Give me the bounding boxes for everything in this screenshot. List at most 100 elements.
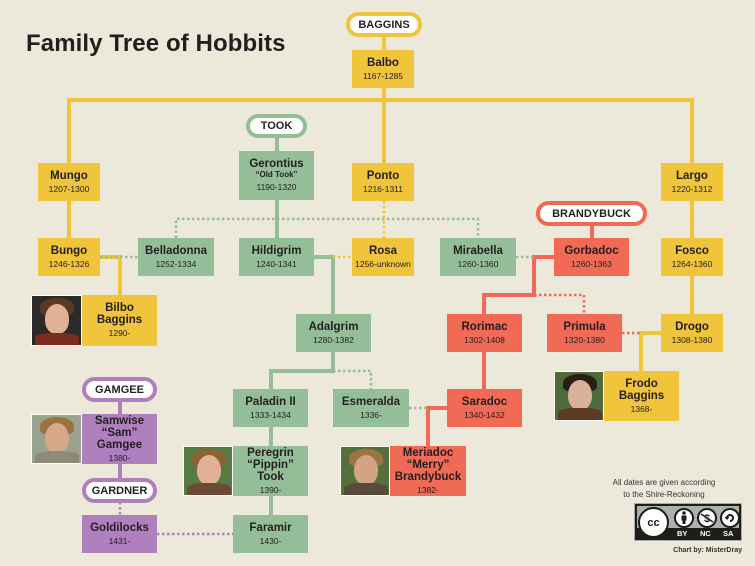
person-pippin: Peregrin “Pippin” Took 1390- [233, 446, 308, 496]
person-nickname: “Merry” [406, 458, 450, 471]
person-dates: 1252-1334 [155, 258, 197, 269]
person-nickname: “Pippin” [247, 458, 294, 471]
person-name: Mungo [50, 169, 88, 182]
person-dates: 1190-1320 [256, 182, 297, 192]
person-rorimac: Rorimac 1302-1408 [447, 314, 522, 352]
person-name: Mirabella [453, 244, 503, 257]
by-label: BY [677, 529, 688, 538]
person-name: Samwise [94, 414, 145, 427]
person-mungo: Mungo 1207-1300 [38, 163, 100, 201]
person-dates: 1340-1432 [464, 409, 505, 420]
person-surname: Took [257, 470, 284, 483]
person-dates: 1380- [108, 452, 131, 463]
person-dates: 1220-1312 [671, 183, 713, 194]
person-dates: 1302-1408 [464, 334, 505, 345]
person-name: Paladin II [245, 395, 296, 408]
person-balbo: Balbo 1167-1285 [352, 50, 414, 88]
person-mirabella: Mirabella 1260-1360 [440, 238, 516, 276]
bilbo-photo [31, 295, 82, 346]
person-dates: 1430- [259, 535, 282, 546]
person-primula: Primula 1320-1380 [547, 314, 622, 352]
person-adalgrim: Adalgrim 1280-1382 [296, 314, 371, 352]
person-name: Drogo [675, 320, 709, 333]
pippin-photo [183, 446, 233, 496]
person-dates: 1216-1311 [362, 183, 404, 194]
person-name: Saradoc [461, 395, 508, 408]
person-dates: 1260-1360 [457, 258, 499, 269]
person-gorbadoc: Gorbadoc 1260-1363 [554, 238, 629, 276]
family-label-took: TOOK [246, 114, 307, 138]
merry-photo [340, 446, 390, 496]
person-name: Meriadoc [402, 446, 454, 459]
person-dates: 1240-1341 [256, 258, 297, 269]
person-dates: 1246-1326 [48, 258, 90, 269]
person-faramir: Faramir 1430- [233, 515, 308, 553]
person-dates: 1280-1382 [313, 334, 354, 345]
person-dates: 1290- [108, 328, 131, 338]
person-name: Bilbo [105, 302, 134, 314]
person-sam: Samwise “Sam” Gamgee 1380- [82, 414, 157, 464]
person-belladonna: Belladonna 1252-1334 [138, 238, 214, 276]
person-dates: 1167-1285 [362, 70, 404, 81]
person-name: Gorbadoc [564, 244, 619, 257]
person-surname: Gamgee [96, 438, 143, 451]
family-label-gamgee: GAMGEE [82, 377, 157, 402]
person-name: Largo [676, 169, 708, 182]
person-name: Frodo [625, 377, 658, 390]
person-drogo: Drogo 1308-1380 [661, 314, 723, 352]
sam-photo [31, 414, 82, 464]
person-hildigrim: Hildigrim 1240-1341 [239, 238, 314, 276]
person-name: Belladonna [145, 244, 207, 257]
person-frodo: Frodo Baggins 1368- [604, 371, 679, 421]
sa-label: SA [723, 529, 734, 538]
note-line-2: to the Shire-Reckoning [623, 490, 705, 499]
person-dates: 1260-1363 [571, 258, 612, 269]
nc-label: NC [700, 529, 711, 538]
person-dates: 1431- [108, 535, 131, 546]
person-name: Faramir [249, 521, 292, 534]
person-name: Goldilocks [90, 521, 149, 534]
family-label-baggins: BAGGINS [346, 12, 422, 37]
person-name: Peregrin [247, 446, 294, 459]
person-name: Hildigrim [251, 244, 302, 257]
cc-icon: cc [638, 507, 669, 538]
attribution-icon [674, 508, 694, 528]
person-saradoc: Saradoc 1340-1432 [447, 389, 522, 427]
person-ponto: Ponto 1216-1311 [352, 163, 414, 201]
person-dates: 1336- [360, 409, 382, 420]
dates-note: All dates are given according to the Shi… [599, 477, 729, 501]
family-label-brandybuck: BRANDYBUCK [536, 201, 647, 226]
person-paladin: Paladin II 1333-1434 [233, 389, 308, 427]
person-largo: Largo 1220-1312 [661, 163, 723, 201]
person-gerontius: Gerontius “Old Took” 1190-1320 [239, 151, 314, 200]
person-name: Adalgrim [308, 320, 359, 333]
chart-credit: Chart by: MisterDray [673, 547, 742, 554]
person-dates: 1264-1360 [671, 258, 713, 269]
person-surname: Brandybuck [394, 470, 462, 483]
person-dates: 1368- [630, 403, 653, 414]
note-line-1: All dates are given according [612, 478, 716, 487]
person-dates: 1256-unknown [355, 258, 411, 269]
person-name: Esmeralda [341, 395, 401, 408]
person-bilbo: Bilbo Baggins 1290- [82, 295, 157, 346]
svg-text:$: $ [704, 513, 710, 525]
person-dates: 1333-1434 [250, 409, 291, 420]
person-merry: Meriadoc “Merry” Brandybuck 1382- [390, 446, 466, 496]
person-name: Rorimac [461, 320, 508, 333]
frodo-photo [554, 371, 604, 421]
person-dates: 1207-1300 [48, 183, 90, 194]
person-dates: 1308-1380 [671, 334, 713, 345]
sharealike-icon [720, 508, 740, 528]
person-nickname: “Old Took” [255, 170, 298, 179]
person-dates: 1382- [417, 484, 439, 495]
page-title: Family Tree of Hobbits [26, 30, 286, 57]
person-surname: Baggins [96, 314, 143, 326]
cc-license-badge: cc $ BY NC SA [634, 503, 742, 541]
family-label-gardner: GARDNER [82, 478, 157, 503]
person-fosco: Fosco 1264-1360 [661, 238, 723, 276]
person-name: Gerontius [249, 158, 304, 170]
person-rosa: Rosa 1256-unknown [352, 238, 414, 276]
person-dates: 1390- [259, 484, 282, 495]
person-bungo: Bungo 1246-1326 [38, 238, 100, 276]
